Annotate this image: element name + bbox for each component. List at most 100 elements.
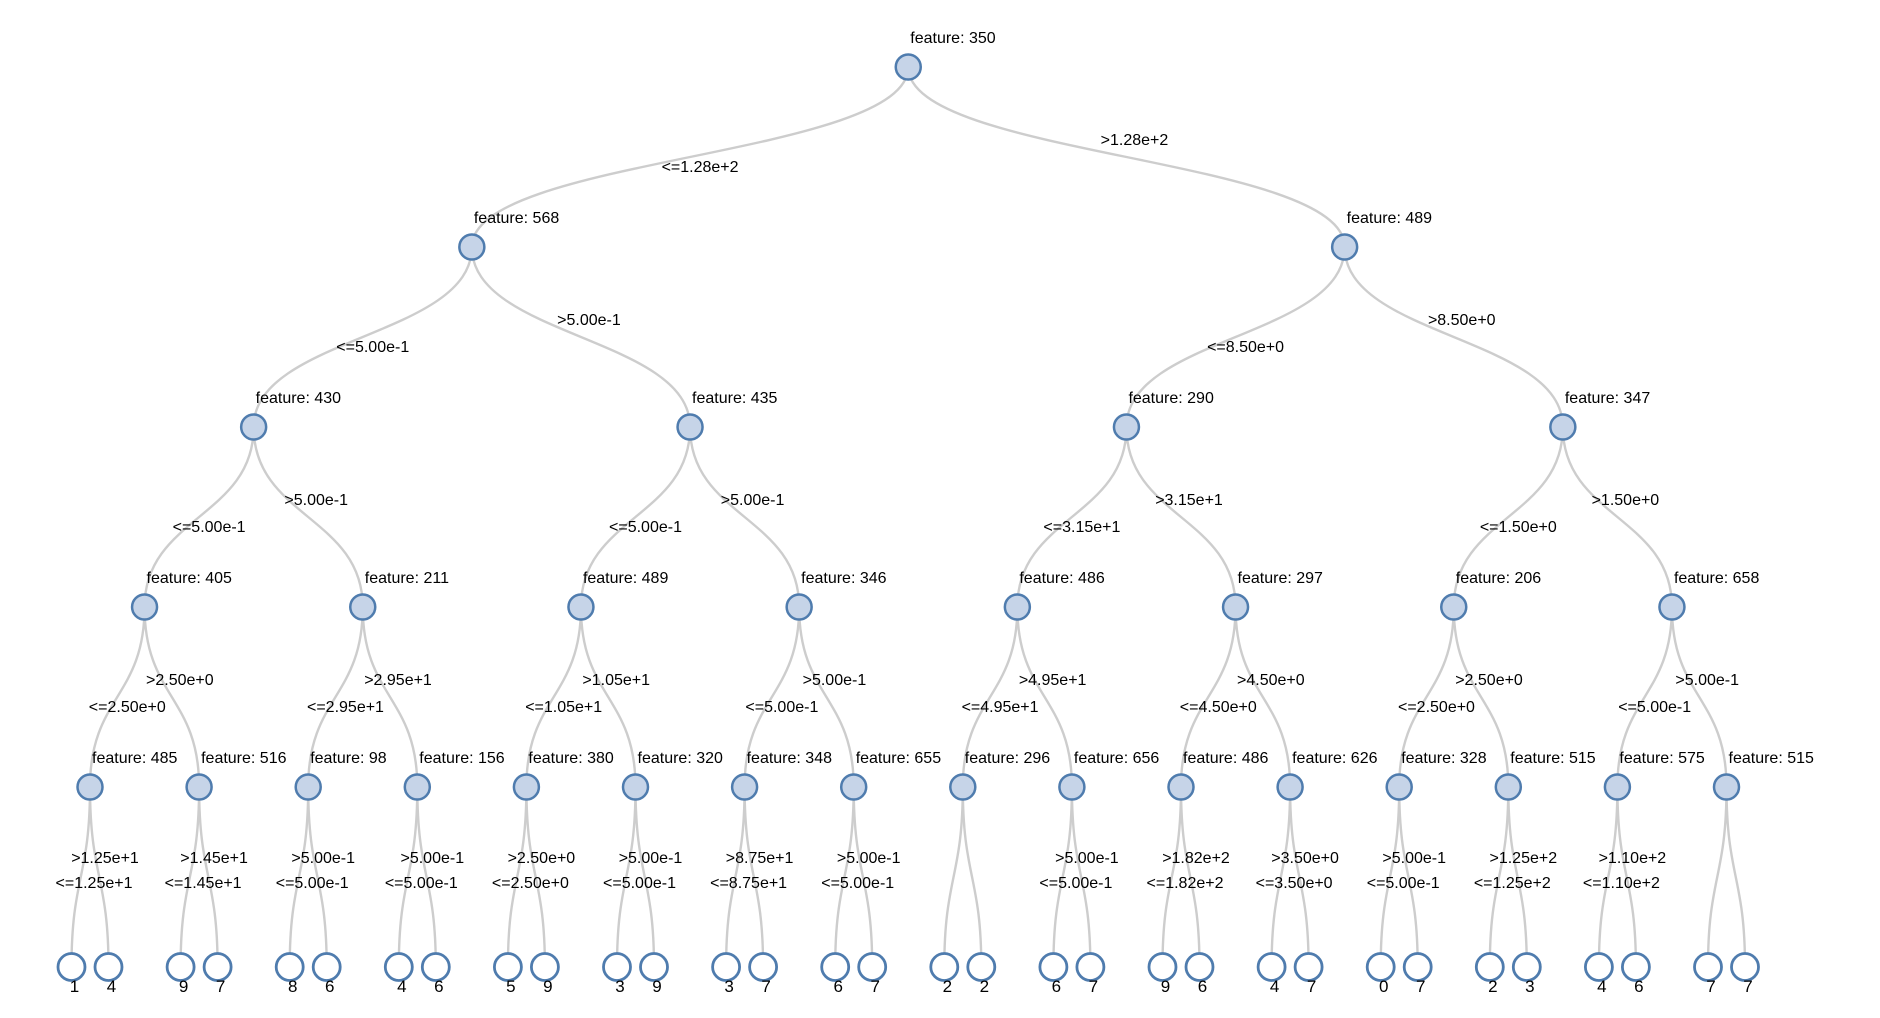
tree-edge-left <box>143 426 255 608</box>
leaf-node <box>530 952 560 982</box>
tree-edge-right <box>1343 246 1565 428</box>
tree-edge-right <box>688 426 801 608</box>
internal-node <box>1494 773 1523 801</box>
leaf-node <box>1184 952 1215 982</box>
leaf-value-label: 7 <box>1089 977 1098 996</box>
tree-edge-left <box>1452 426 1565 608</box>
edge-threshold-label-right: >1.28e+2 <box>1101 132 1169 149</box>
edge-threshold-label-right: >1.10e+2 <box>1599 850 1667 867</box>
tree-edge-right <box>1179 786 1201 968</box>
node-feature-label: feature: 568 <box>474 210 559 227</box>
leaf-value-label: 7 <box>1416 977 1425 996</box>
edge-threshold-label-left: <=5.00e-1 <box>603 875 676 892</box>
leaf-value-label: 0 <box>1379 977 1388 996</box>
edge-threshold-label-right: >8.50e+0 <box>1428 312 1496 329</box>
edge-threshold-label-left: <=2.95e+1 <box>307 699 384 716</box>
tree-edge-left <box>724 786 746 968</box>
edge-threshold-label-left: <=1.10e+2 <box>1583 875 1660 892</box>
tree-edge-left <box>1270 786 1292 968</box>
internal-node <box>894 53 922 81</box>
leaf-value-label: 9 <box>179 977 188 996</box>
tree-edge-left <box>1616 606 1674 788</box>
leaf-value-label: 6 <box>325 977 334 996</box>
tree-edge-right <box>852 786 874 968</box>
edge-threshold-label-right: >1.82e+2 <box>1162 850 1230 867</box>
tree-edges <box>70 66 1747 968</box>
tree-edge-left <box>1488 786 1510 968</box>
internal-node <box>1440 593 1468 621</box>
leaf-value-label: 9 <box>1161 977 1170 996</box>
tree-edge-left <box>88 606 146 788</box>
tree-edge-left <box>1706 786 1728 968</box>
tree-edge-left <box>525 606 583 788</box>
tree-edge-left <box>252 246 474 428</box>
edge-threshold-label-right: >8.75e+1 <box>726 850 794 867</box>
edge-threshold-label-right: >5.00e-1 <box>291 850 355 867</box>
edge-threshold-label-right: >3.50e+0 <box>1271 850 1339 867</box>
edge-threshold-label-left: <=1.05e+1 <box>525 699 602 716</box>
tree-edge-left <box>470 66 910 248</box>
edge-threshold-label-right: >4.50e+0 <box>1237 672 1305 689</box>
leaf-node <box>56 952 87 982</box>
node-feature-label: feature: 296 <box>965 750 1051 767</box>
edge-threshold-label-right: >5.00e-1 <box>1055 850 1119 867</box>
node-feature-label: feature: 350 <box>910 30 996 47</box>
leaf-node <box>602 952 632 982</box>
node-feature-label: feature: 380 <box>528 750 614 767</box>
leaf-value-label: 7 <box>216 977 225 996</box>
node-feature-label: feature: 658 <box>1674 570 1760 587</box>
edge-threshold-label-right: >5.00e-1 <box>400 850 464 867</box>
edge-threshold-label-left: <=5.00e-1 <box>745 699 818 716</box>
leaf-node <box>165 952 196 982</box>
internal-node <box>1549 413 1577 441</box>
edge-threshold-label-right: >5.00e-1 <box>837 850 901 867</box>
tree-edge-right <box>1070 786 1092 968</box>
node-feature-label: feature: 485 <box>92 750 178 767</box>
edge-threshold-label-left: <=4.50e+0 <box>1180 699 1257 716</box>
tree-edge-right <box>1616 786 1638 968</box>
internal-node <box>185 773 213 801</box>
leaf-value-label: 9 <box>543 977 552 996</box>
internal-node <box>1003 593 1032 621</box>
leaf-node <box>202 952 233 982</box>
leaf-node <box>639 952 669 982</box>
internal-node <box>676 413 704 441</box>
node-feature-label: feature: 656 <box>1074 750 1160 767</box>
node-feature-label: feature: 297 <box>1238 570 1324 587</box>
internal-node <box>76 773 104 801</box>
node-feature-label: feature: 486 <box>1019 570 1105 587</box>
leaf-value-label: 7 <box>870 977 879 996</box>
tree-edge-right <box>143 606 201 788</box>
leaf-value-label: 7 <box>1706 977 1715 996</box>
leaf-node <box>93 952 124 982</box>
node-feature-label: feature: 206 <box>1456 570 1542 587</box>
node-feature-label: feature: 328 <box>1401 750 1487 767</box>
tree-edge-left <box>579 426 692 608</box>
edge-threshold-label-right: >5.00e-1 <box>284 492 348 509</box>
leaf-value-label: 4 <box>1597 977 1606 996</box>
leaf-node <box>966 952 997 982</box>
node-feature-label: feature: 320 <box>638 750 724 767</box>
internal-node <box>1603 773 1632 801</box>
node-feature-label: feature: 98 <box>310 750 387 767</box>
leaf-value-label: 3 <box>615 977 624 996</box>
edge-threshold-label-right: >5.00e-1 <box>803 672 867 689</box>
edge-threshold-label-right: >1.05e+1 <box>582 672 650 689</box>
tree-edge-right <box>88 786 110 968</box>
internal-node <box>403 773 432 801</box>
edge-threshold-label-left: <=5.00e-1 <box>276 875 349 892</box>
edge-threshold-label-right: >2.50e+0 <box>146 672 214 689</box>
leaf-node <box>1038 952 1069 982</box>
internal-node <box>1167 773 1195 801</box>
leaf-value-label: 1 <box>70 977 79 996</box>
tree-edge-right <box>525 786 547 968</box>
edge-threshold-label-left: <=5.00e-1 <box>609 519 682 536</box>
leaf-value-label: 6 <box>1634 977 1643 996</box>
internal-node <box>621 773 650 801</box>
edge-threshold-label-left: <=3.50e+0 <box>1256 875 1333 892</box>
edge-threshold-label-left: <=2.50e+0 <box>1398 699 1475 716</box>
tree-edge-left <box>961 606 1019 788</box>
tree-edge-left <box>288 786 310 968</box>
node-feature-label: feature: 348 <box>747 750 833 767</box>
internal-node <box>785 593 813 621</box>
